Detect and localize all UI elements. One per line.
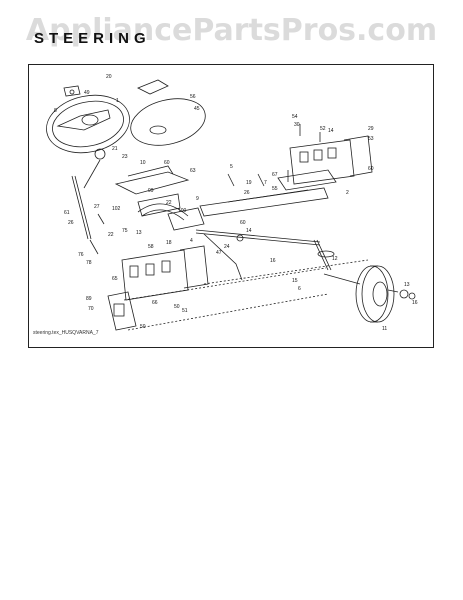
callout: 67: [272, 172, 278, 178]
callout: 5: [230, 164, 233, 170]
callout: 76: [78, 252, 84, 258]
right-bracket-plate: [289, 135, 373, 185]
left-bracket-plate: [121, 245, 209, 301]
front-wheel: [355, 265, 395, 323]
callout: 65: [112, 276, 118, 282]
leader-lines: [123, 259, 369, 331]
callout: 52: [320, 126, 326, 132]
sector-gear: [137, 203, 189, 221]
callout: 16: [270, 258, 276, 264]
callout: 47: [216, 250, 222, 256]
callout: 16: [412, 300, 418, 306]
callout: 10: [140, 160, 146, 166]
callout: 15: [292, 278, 298, 284]
callout: 78: [86, 260, 92, 266]
callout: 58: [148, 244, 154, 250]
callout: 66: [152, 300, 158, 306]
callout: 75: [122, 228, 128, 234]
callout: 26: [244, 190, 250, 196]
callout: 50: [140, 324, 146, 330]
callout: 56: [190, 94, 196, 100]
steering-wheel: [46, 94, 130, 154]
callout: 20: [106, 74, 112, 80]
callout: 2: [346, 190, 349, 196]
callout: 19: [246, 180, 252, 186]
callout: 49: [84, 90, 90, 96]
callout: 13: [404, 282, 410, 288]
wheel-hardware: [387, 289, 416, 300]
callout: 11: [382, 326, 387, 332]
callout: 9: [196, 196, 199, 202]
callout: 60: [164, 160, 170, 166]
callout: 29: [368, 126, 374, 132]
callout: 51: [182, 308, 188, 314]
callout: 70: [88, 306, 94, 312]
callout: 22: [166, 200, 172, 206]
callout: 63: [190, 168, 196, 174]
callout: 26: [68, 220, 74, 226]
callout: 7: [264, 180, 267, 186]
callout: 24: [224, 244, 230, 250]
callout-labels: 20 1 56 45 21 49 8 23 10 60 63 5 102 99 …: [54, 74, 418, 332]
callout: 60: [368, 166, 374, 172]
callout: 1: [116, 98, 119, 104]
callout: 14: [328, 128, 334, 134]
diagram-caption: steering.tex_HUSQVARNA_7: [33, 330, 99, 336]
steering-support: [114, 165, 205, 231]
diagram-frame: [28, 64, 434, 348]
callout: 60: [240, 220, 246, 226]
steering-diagram: 20 1 56 45 21 49 8 23 10 60 63 5 102 99 …: [46, 74, 418, 332]
callout: 23: [122, 154, 128, 160]
drag-link: [195, 229, 321, 281]
callout: 8: [54, 108, 57, 114]
callout: 6: [298, 286, 301, 292]
callout: 102: [112, 206, 121, 212]
callout: 50: [174, 304, 180, 310]
callout: 99: [148, 188, 154, 194]
lower-bracket: [107, 291, 137, 331]
callout: 18: [166, 240, 172, 246]
callout: 54: [292, 114, 298, 120]
callout: 12: [332, 256, 338, 262]
steering-wheel-alt: [130, 79, 206, 146]
callout: 61: [64, 210, 70, 216]
callout: 27: [94, 204, 100, 210]
front-axle: [199, 169, 337, 217]
callout: 30: [294, 122, 300, 128]
callout: 4: [190, 238, 193, 244]
callout: 14: [246, 228, 252, 234]
steering-cap: [63, 85, 81, 97]
callout: 53: [368, 136, 374, 142]
callout: 45: [194, 106, 200, 112]
callout: 22: [108, 232, 114, 238]
callout: 89: [86, 296, 92, 302]
steering-shaft: [71, 148, 106, 255]
callout: 21: [112, 146, 118, 152]
watermark-text: AppliancePartsPros.com: [25, 13, 438, 48]
spindle: [313, 239, 361, 285]
bolt-group: [97, 124, 321, 225]
callout: 55: [272, 186, 278, 192]
page-title: STEERING: [34, 30, 151, 47]
callout: 13: [136, 230, 142, 236]
callout: 100: [178, 208, 187, 214]
